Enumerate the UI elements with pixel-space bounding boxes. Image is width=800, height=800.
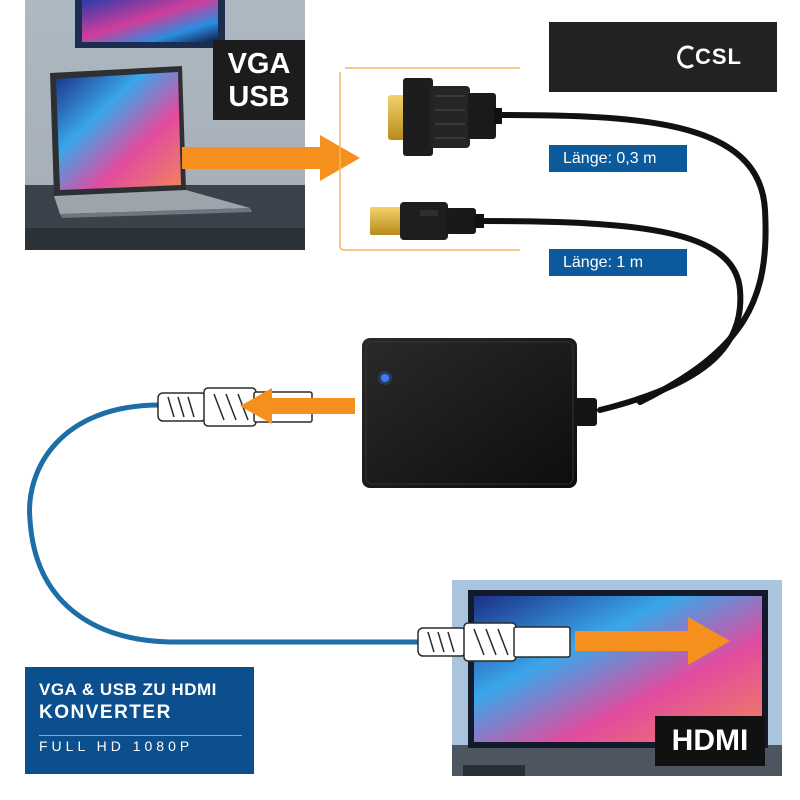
brand-logo-icon <box>677 45 694 69</box>
vga-cable-length-tag: Länge: 0,3 m <box>549 145 687 172</box>
vga-label: VGA <box>227 48 291 80</box>
title-divider <box>39 735 242 736</box>
status-led-icon <box>381 374 389 382</box>
vga-connector <box>388 78 502 156</box>
brand-name: CSL <box>695 44 742 69</box>
hdmi-cable <box>27 402 423 645</box>
connector-frame <box>339 67 520 251</box>
product-title-line1: VGA & USB ZU HDMI <box>39 680 217 699</box>
product-title-line2: KONVERTER <box>39 702 172 723</box>
brand-logo: CSL <box>549 22 777 92</box>
usb-connector <box>370 202 484 240</box>
monitor-illustration <box>452 580 782 776</box>
input-cables <box>477 112 769 413</box>
usb-cable-length-tag: Länge: 1 m <box>549 249 687 276</box>
input-type-label: VGA USB <box>213 40 305 120</box>
usb-label: USB <box>228 81 290 113</box>
converter-box <box>362 338 597 488</box>
output-arrow-icon <box>575 617 730 665</box>
output-type-label: HDMI <box>655 716 765 766</box>
product-title-box: VGA & USB ZU HDMI KONVERTER FULL HD 1080… <box>25 667 254 774</box>
hdmi-out-arrow-icon <box>240 388 355 424</box>
laptop-illustration <box>25 0 305 250</box>
hdmi-connector-bottom <box>417 622 571 662</box>
product-resolution: FULL HD 1080P <box>39 738 194 754</box>
